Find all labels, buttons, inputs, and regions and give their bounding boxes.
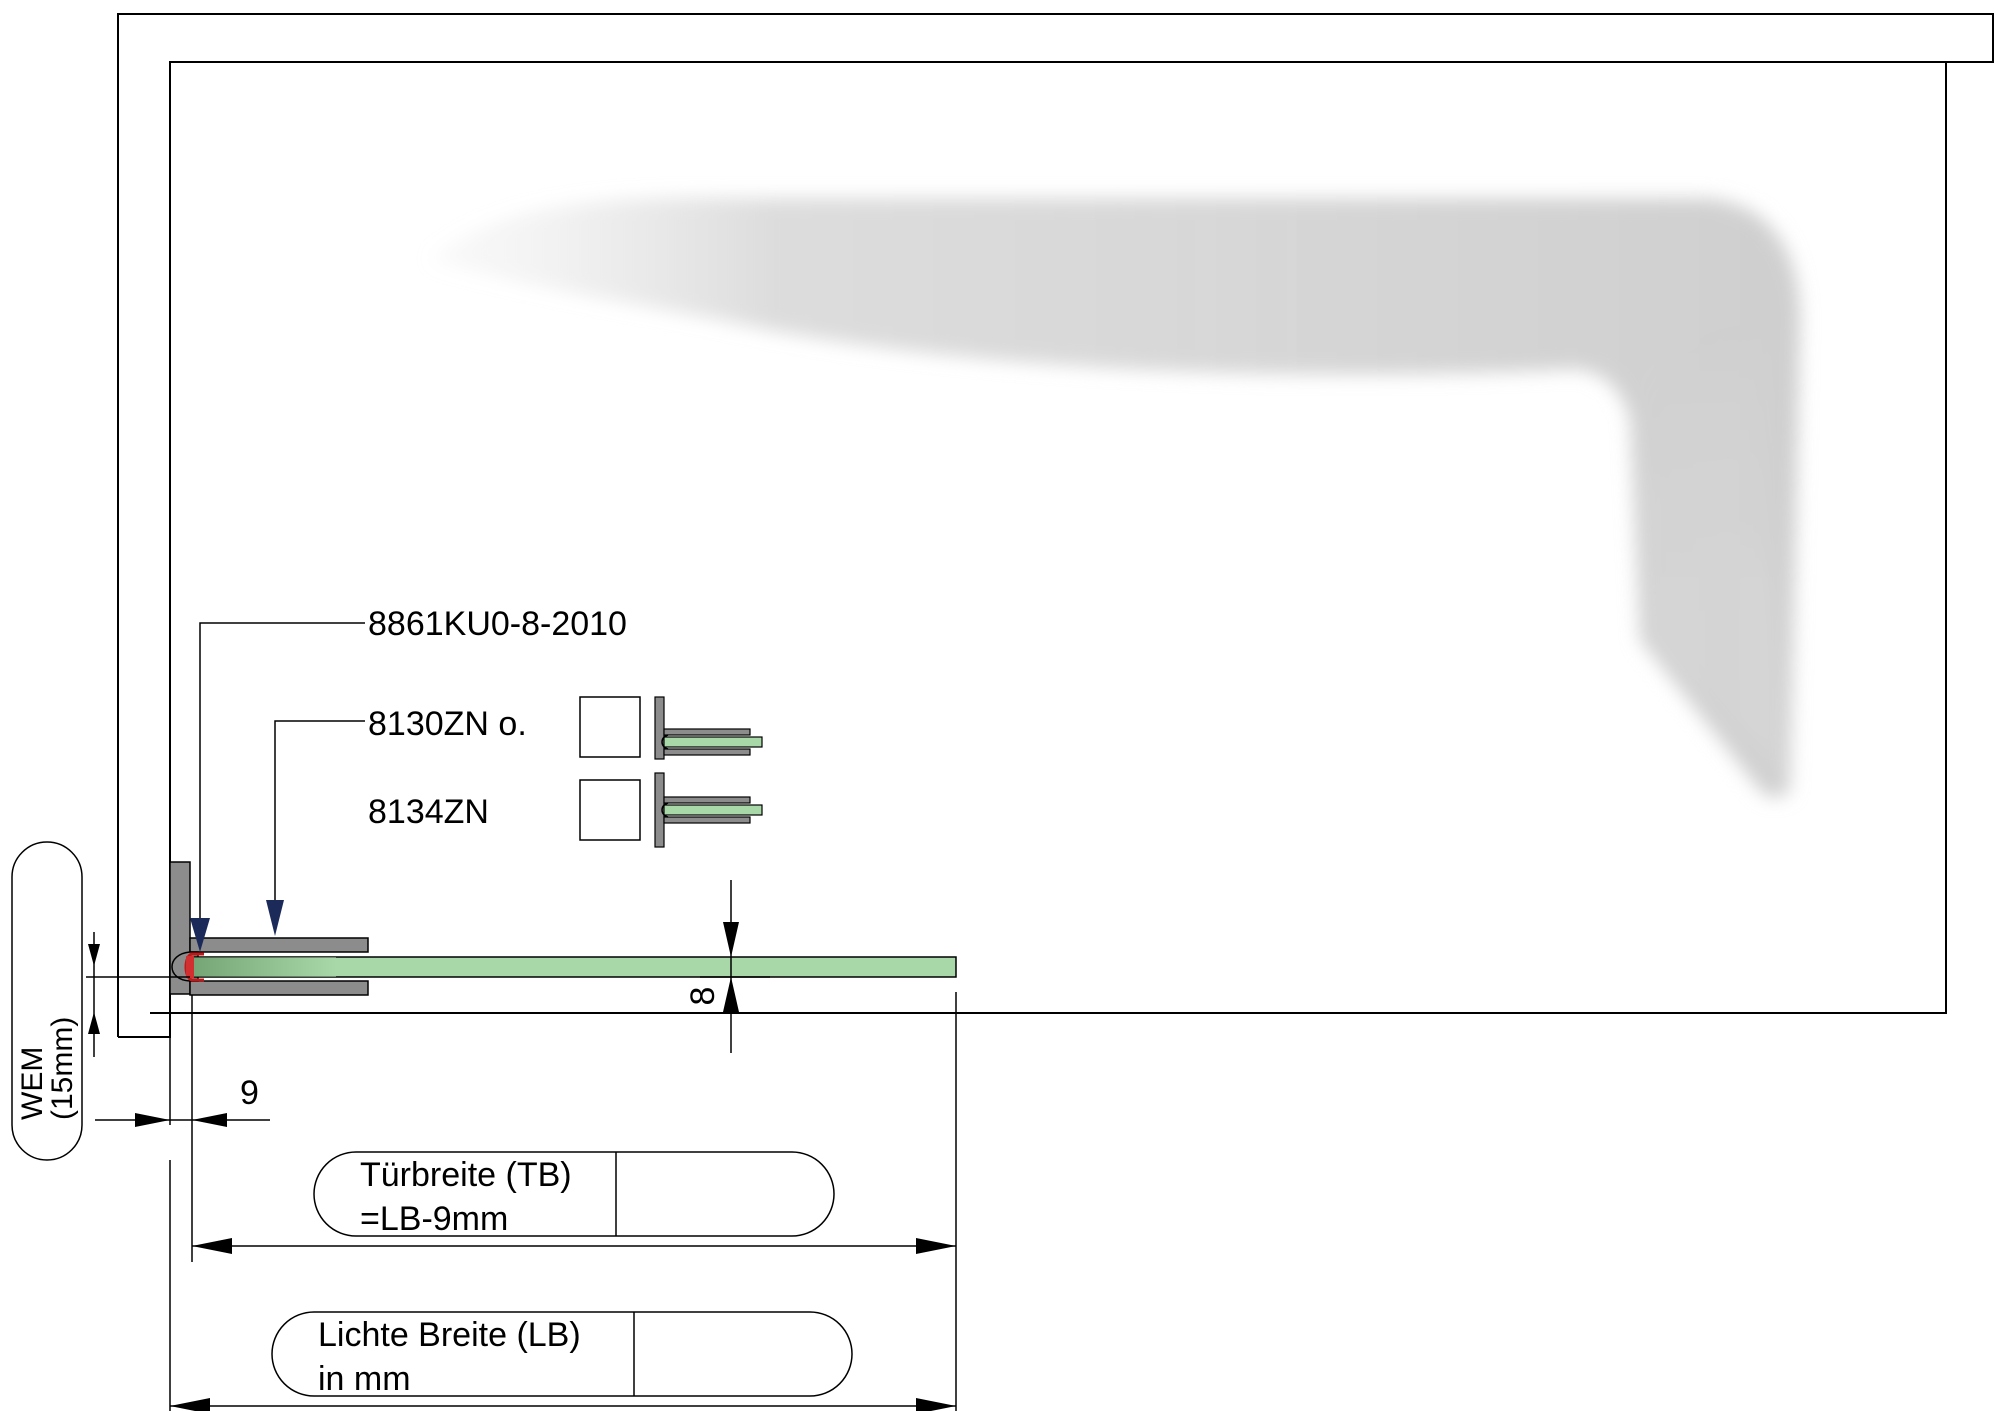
seal-core (186, 956, 194, 978)
clear-width-dimension (169, 1160, 956, 1411)
door-width-formula: =LB-9mm (360, 1200, 508, 1238)
wem-dimension (86, 932, 190, 1057)
wem-capsule (11, 841, 83, 1161)
clear-width-label: Lichte Breite (LB) (318, 1316, 581, 1354)
option-checkbox-a[interactable] (579, 696, 641, 758)
wem-value: (15mm) (46, 1017, 79, 1120)
glass-thickness-dimension (700, 880, 770, 1053)
door-width-label: Türbreite (TB) (360, 1156, 572, 1194)
glass-thickness-label: 8 (684, 987, 722, 1006)
clear-width-unit: in mm (318, 1360, 411, 1398)
profile-variant-b-icon (654, 772, 763, 848)
door-width-input[interactable] (618, 1156, 786, 1232)
leader-seal (190, 622, 365, 952)
leader-profile (266, 720, 365, 936)
door-width-dimension (192, 992, 957, 1411)
part-label-profile-a: 8130ZN o. (368, 705, 527, 743)
part-label-seal: 8861KU0-8-2010 (368, 605, 627, 643)
offset-dimension (95, 995, 270, 1262)
part-label-profile-b: 8134ZN (368, 793, 489, 831)
offset-label: 9 (240, 1074, 259, 1112)
clear-width-input[interactable] (636, 1316, 806, 1392)
bathtub-shadow (430, 197, 1800, 798)
profile-variant-a-icon (654, 696, 763, 760)
option-checkbox-b[interactable] (579, 779, 641, 841)
wem-label: WEM (16, 1047, 49, 1120)
glass-pane (189, 956, 957, 978)
